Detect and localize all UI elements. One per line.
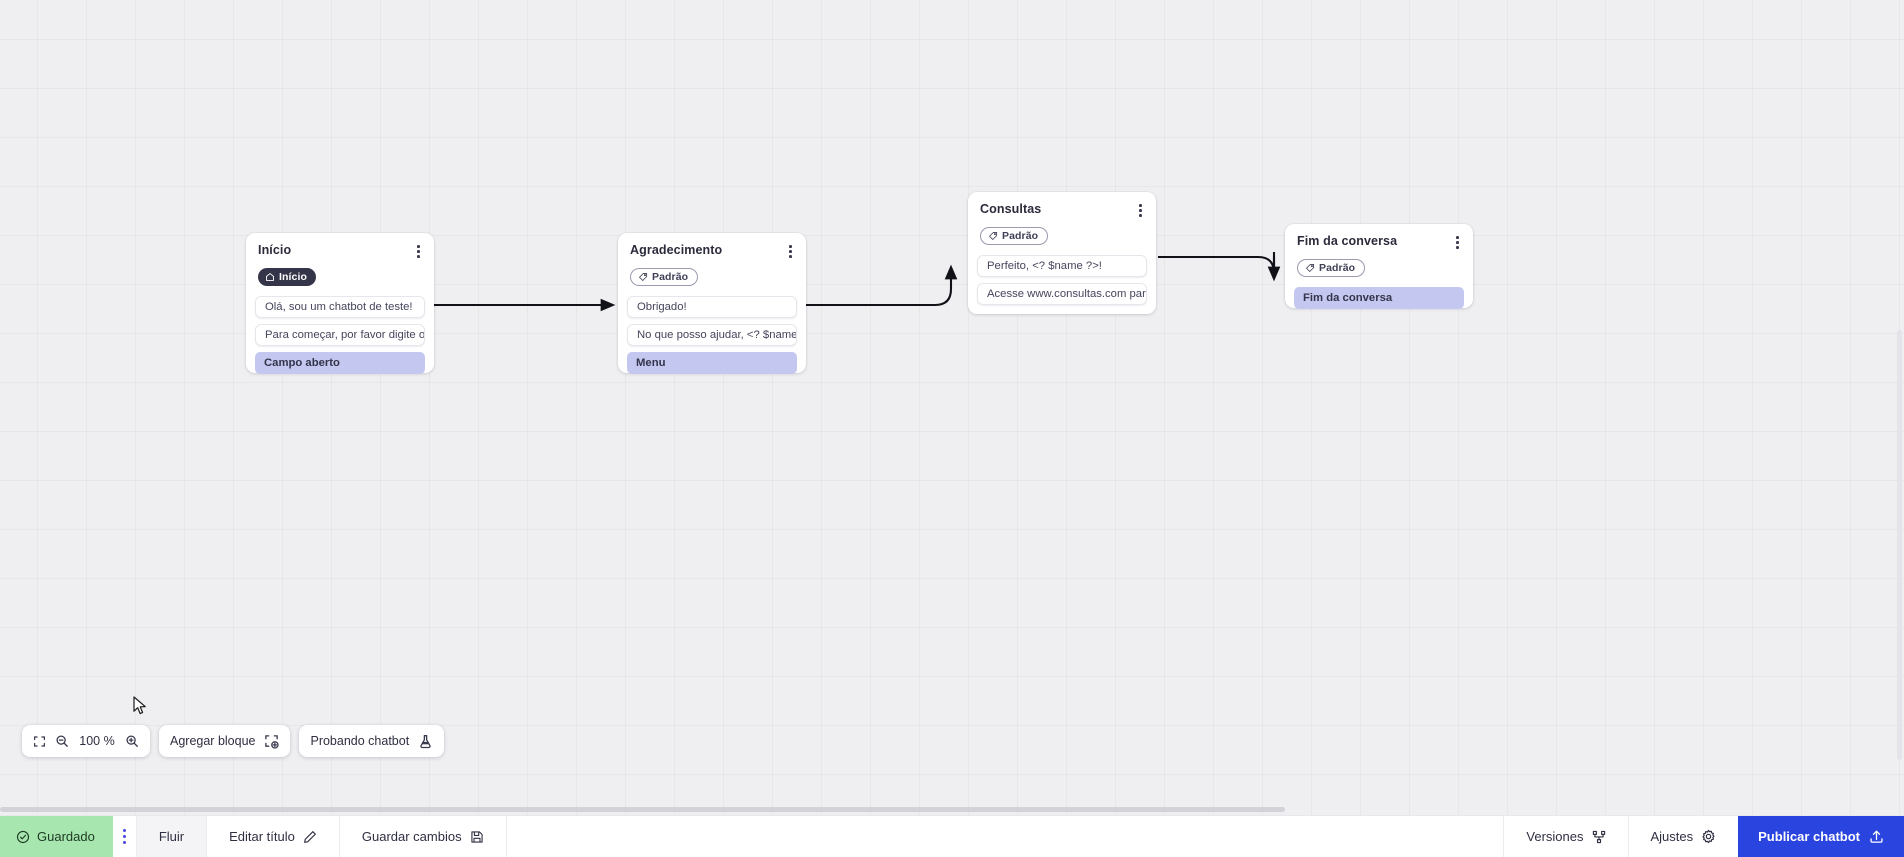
edit-title-label: Editar título: [229, 829, 295, 844]
zoom-controls: 100 %: [22, 725, 150, 757]
node-title: Consultas: [980, 202, 1042, 216]
node-chip[interactable]: Menu: [627, 351, 797, 374]
node-badge-start[interactable]: Início: [258, 267, 317, 286]
node-message[interactable]: Obrigado!: [627, 295, 797, 318]
check-circle-icon: [16, 830, 30, 843]
node-message[interactable]: Para começar, por favor digite o ...: [255, 323, 425, 346]
node-badge-row: Padrão: [977, 219, 1147, 246]
status-bar-left: Guardado Fluir Editar título Guardar cam…: [0, 816, 507, 857]
node-chip[interactable]: Fim da conversa: [1294, 286, 1464, 309]
node-header: Início: [255, 242, 425, 260]
tag-icon: [989, 231, 998, 240]
node-message[interactable]: Olá, sou um chatbot de teste!: [255, 295, 425, 318]
node-menu-icon[interactable]: [1453, 234, 1462, 251]
horizontal-scrollbar-thumb[interactable]: [0, 807, 1285, 812]
save-changes-label: Guardar cambios: [361, 829, 462, 844]
status-bar-right: Versiones Ajustes Publicar chatbot: [1503, 816, 1904, 857]
connector-consultas-fim: [1158, 250, 1276, 272]
node-badge-label: Início: [279, 270, 308, 283]
save-changes-button[interactable]: Guardar cambios: [340, 816, 507, 857]
add-block-icon[interactable]: [264, 734, 280, 749]
settings-label: Ajustes: [1650, 829, 1694, 844]
node-message[interactable]: Acesse www.consultas.com par...: [977, 282, 1147, 305]
add-block-button[interactable]: Agregar bloque: [159, 725, 291, 757]
node-badge-default[interactable]: Padrão: [980, 226, 1049, 245]
node-message[interactable]: Perfeito, <? $name ?>!: [977, 254, 1147, 277]
tab-flow[interactable]: Fluir: [136, 816, 208, 857]
node-badge-label: Padrão: [1319, 261, 1356, 274]
settings-button[interactable]: Ajustes: [1627, 816, 1739, 857]
vertical-scrollbar-thumb[interactable]: [1897, 330, 1902, 760]
node-badge-default[interactable]: Padrão: [1297, 258, 1366, 277]
edit-title-button[interactable]: Editar título: [207, 816, 340, 857]
publish-chatbot-button[interactable]: Publicar chatbot: [1738, 816, 1904, 857]
node-chip[interactable]: Campo aberto: [255, 351, 425, 374]
flow-node-fim-da-conversa[interactable]: Fim da conversa Padrão Fim da conversa: [1285, 224, 1473, 309]
node-menu-icon[interactable]: [1136, 202, 1145, 219]
floppy-disk-icon: [470, 830, 483, 843]
tag-icon: [639, 272, 648, 281]
publish-chatbot-label: Publicar chatbot: [1758, 829, 1860, 844]
flow-node-agradecimento[interactable]: Agradecimento Padrão Obrigado! No que po…: [618, 233, 806, 374]
status-more-menu[interactable]: [113, 816, 137, 857]
node-title: Início: [258, 243, 292, 257]
zoom-in-icon[interactable]: [125, 734, 139, 748]
zoom-out-icon[interactable]: [55, 734, 69, 748]
upload-icon: [1870, 830, 1883, 843]
node-header: Consultas: [977, 201, 1147, 219]
node-header: Agradecimento: [627, 242, 797, 260]
node-menu-icon[interactable]: [414, 243, 423, 260]
horizontal-scrollbar[interactable]: [0, 806, 1904, 813]
node-body: Obrigado! No que posso ajudar, <? $name …: [627, 295, 797, 374]
mouse-cursor: [133, 696, 146, 715]
node-badge-default[interactable]: Padrão: [630, 267, 699, 286]
zoom-level-value: 100 %: [79, 734, 115, 748]
status-bar: Guardado Fluir Editar título Guardar cam…: [0, 815, 1904, 857]
add-block-label: Agregar bloque: [170, 734, 256, 748]
node-badge-row: Padrão: [627, 260, 797, 287]
connector-layer: [434, 250, 1281, 312]
flow-node-consultas[interactable]: Consultas Padrão Perfeito, <? $name ?>! …: [968, 192, 1156, 314]
saved-status-label: Guardado: [37, 829, 95, 844]
test-chatbot-button[interactable]: Probando chatbot: [299, 725, 445, 757]
node-badge-label: Padrão: [652, 270, 689, 283]
test-chatbot-label: Probando chatbot: [310, 734, 410, 748]
node-body: Fim da conversa: [1294, 286, 1464, 309]
tag-icon: [1306, 263, 1315, 272]
connector-consultas-fim-visible: [1158, 252, 1276, 274]
kebab-menu-icon[interactable]: [122, 829, 126, 844]
versions-label: Versiones: [1526, 829, 1584, 844]
flask-icon[interactable]: [418, 734, 433, 749]
node-badge-row: Início: [255, 260, 425, 287]
vertical-scrollbar[interactable]: [1896, 0, 1903, 813]
node-title: Fim da conversa: [1297, 234, 1398, 248]
fit-screen-icon[interactable]: [33, 735, 46, 748]
node-body: Perfeito, <? $name ?>! Acesse www.consul…: [977, 254, 1147, 305]
flow-node-inicio[interactable]: Início Início Olá, sou um chatbot de tes…: [246, 233, 434, 374]
tab-flow-label: Fluir: [158, 829, 185, 844]
home-icon: [266, 272, 274, 281]
saved-status-badge: Guardado: [0, 816, 113, 857]
versions-button[interactable]: Versiones: [1503, 816, 1627, 857]
connector-agradecimento-consultas: [806, 264, 958, 307]
gear-icon: [1702, 829, 1715, 844]
node-menu-icon[interactable]: [786, 243, 795, 260]
branch-icon: [1592, 830, 1605, 843]
pencil-icon: [303, 830, 316, 843]
flow-canvas[interactable]: Início Início Olá, sou um chatbot de tes…: [0, 0, 1904, 815]
node-body: Olá, sou um chatbot de teste! Para começ…: [255, 295, 425, 374]
node-badge-label: Padrão: [1002, 229, 1039, 242]
node-header: Fim da conversa: [1294, 233, 1464, 251]
canvas-toolbar: 100 % Agregar bloque Probando chatbot: [22, 725, 445, 757]
node-badge-row: Padrão: [1294, 251, 1464, 278]
node-message[interactable]: No que posso ajudar, <? $name ...: [627, 323, 797, 346]
node-title: Agradecimento: [630, 243, 723, 257]
